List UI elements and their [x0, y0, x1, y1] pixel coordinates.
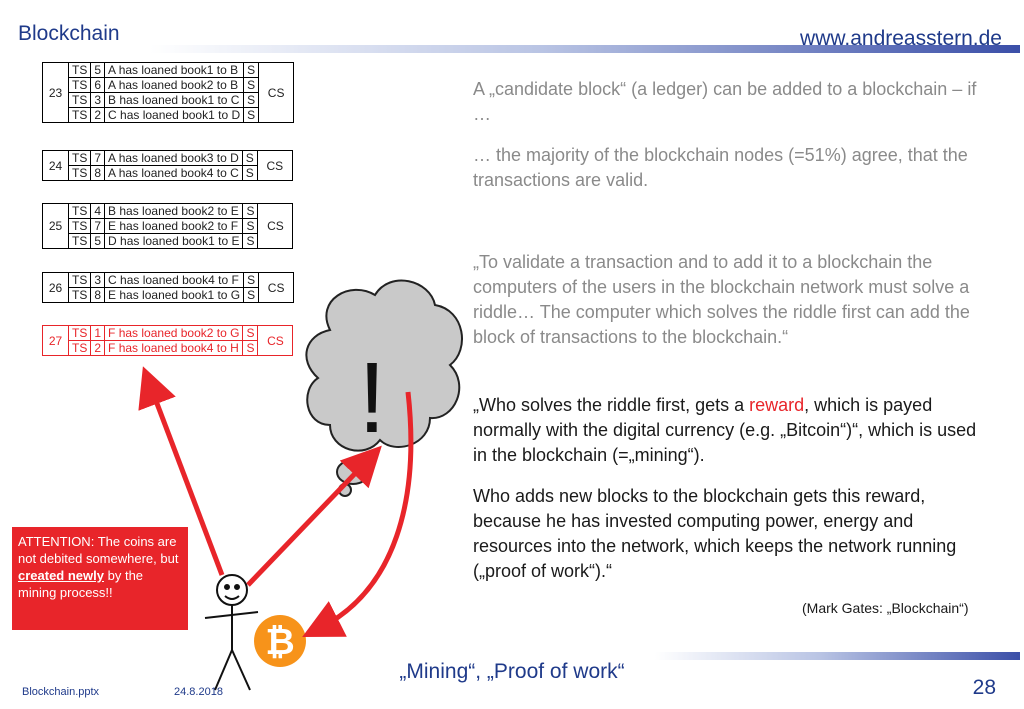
timestamp-cell: TS [67, 62, 92, 78]
footer-title: „Mining“, „Proof of work“ [399, 660, 625, 683]
timestamp-cell: TS [67, 287, 92, 303]
timestamp-cell: TS [67, 325, 92, 341]
reward-word: reward [749, 395, 805, 415]
header-bar [150, 45, 1020, 53]
timestamp-cell: TS [67, 340, 92, 356]
tx-text-cell: B has loaned book1 to C [104, 92, 245, 108]
tx-text-cell: E has loaned book1 to G [104, 287, 245, 303]
paragraph-proof-of-work: Who adds new blocks to the blockchain ge… [473, 486, 957, 581]
person-icon [204, 574, 259, 691]
checksum-cell: CS [258, 62, 295, 123]
footer-date: 24.8.2018 [174, 686, 223, 698]
footer-filename: Blockchain.pptx [22, 686, 100, 698]
reward-text-a: „Who solves the riddle first, gets a [473, 395, 750, 415]
paragraph-majority: … the majority of the blockchain nodes (… [473, 145, 968, 190]
arrow-to-cloud [246, 445, 382, 587]
paragraph-candidate: A „candidate block“ (a ledger) can be ad… [473, 79, 977, 124]
checksum-cell: CS [257, 203, 294, 249]
attention-emphasis: created newly [18, 568, 104, 583]
arrow-to-block [138, 366, 225, 576]
checksum-cell: CS [256, 150, 293, 181]
timestamp-cell: TS [67, 165, 92, 181]
paragraph-riddle: „To validate a transaction and to add it… [473, 252, 970, 347]
tx-text-cell: A has loaned book4 to C [104, 165, 243, 181]
bitcoin-icon: ₿ [254, 615, 306, 667]
tx-text-cell: E has loaned book2 to F [104, 218, 244, 234]
tx-text-cell: F has loaned book4 to H [104, 340, 244, 356]
block-number: 25 [42, 203, 69, 249]
arrow-to-coin [302, 391, 414, 638]
footer-bar [655, 652, 1020, 660]
signature-cell: S [243, 287, 260, 303]
block-number: 24 [42, 150, 69, 181]
signature-cell: S [242, 340, 259, 356]
signature-cell: S [241, 165, 258, 181]
tx-text-cell: A has loaned book1 to B [104, 62, 245, 78]
quote-source: (Mark Gates: „Blockchain“) [802, 600, 969, 616]
signature-cell: S [243, 107, 260, 123]
signature-cell: S [242, 233, 259, 249]
page-number: 28 [972, 676, 996, 699]
attention-text-a: ATTENTION: The coins are not debited som… [18, 534, 179, 566]
tx-text-cell: C has loaned book1 to D [104, 107, 245, 123]
timestamp-cell: TS [67, 203, 92, 219]
attention-box: ATTENTION: The coins are not debited som… [12, 527, 188, 630]
exclamation-icon: ! [358, 342, 386, 454]
tx-text-cell: A has loaned book2 to B [104, 77, 245, 93]
timestamp-cell: TS [67, 107, 92, 123]
header-title: Blockchain [18, 22, 120, 45]
reward-text-b: , which is payed normally with the digit… [473, 395, 977, 465]
attention-text-b: by the mining process!! [18, 568, 144, 600]
checksum-cell: CS [257, 325, 294, 356]
timestamp-cell: TS [67, 233, 92, 249]
tx-text-cell: D has loaned book1 to E [104, 233, 244, 249]
tx-text-cell: F has loaned book2 to G [104, 325, 244, 341]
paragraph-reward: „Who solves the riddle first, gets a rew… [473, 393, 993, 468]
checksum-cell: CS [258, 272, 295, 303]
header-url: www.andreasstern.de [800, 27, 1002, 50]
svg-text:₿: ₿ [265, 622, 294, 663]
timestamp-cell: TS [67, 92, 92, 108]
tx-text-cell: A has loaned book3 to D [104, 150, 243, 166]
